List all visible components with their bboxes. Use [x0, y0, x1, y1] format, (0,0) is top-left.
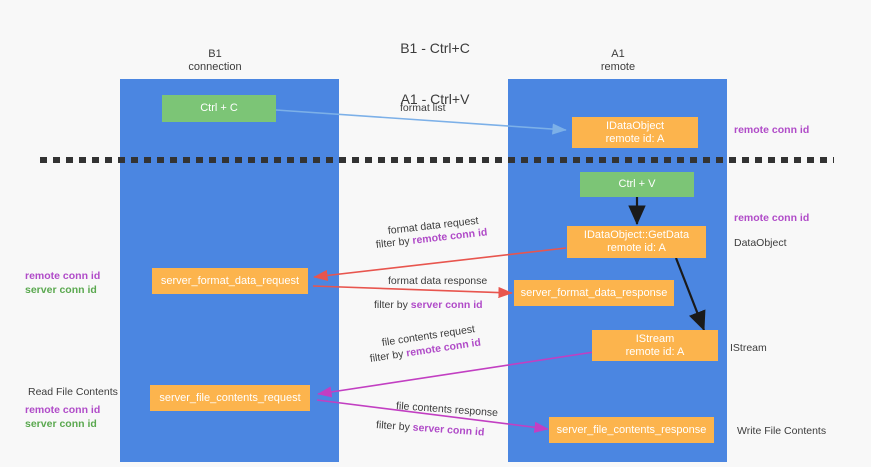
- box-ctrl-c-label: Ctrl + C: [200, 102, 238, 114]
- diagram-title-line1: B1 - Ctrl+C: [400, 40, 470, 56]
- edge-label-format-list: format list: [400, 102, 446, 115]
- column-header-b1: B1 connection: [155, 48, 275, 74]
- column-header-a1: A1 remote: [558, 48, 678, 74]
- annotation-remote-conn-id-mid-text: remote conn id: [734, 212, 810, 224]
- box-idataobject-remote-line2: remote id: A: [605, 132, 665, 145]
- annotation-remote-conn-id-mid: remote conn id: [734, 211, 809, 225]
- annotation-istream: IStream: [730, 341, 767, 355]
- box-server-file-contents-request[interactable]: server_file_contents_request: [150, 385, 310, 411]
- annotation-istream-text: IStream: [730, 342, 767, 354]
- box-server-format-data-response[interactable]: server_format_data_response: [514, 280, 674, 306]
- annotation-left-server-conn-id-mid: server conn id: [25, 283, 97, 297]
- box-idataobject-getdata-line1: IDataObject::GetData: [583, 229, 690, 241]
- box-ctrl-c[interactable]: Ctrl + C: [162, 95, 276, 122]
- edge-label-file-contents-response-filter-prefix: filter by: [375, 419, 414, 434]
- box-istream-remote-line1: IStream: [635, 332, 675, 345]
- annotation-write-file-contents-text: Write File Contents: [737, 425, 827, 437]
- box-ctrl-v[interactable]: Ctrl + V: [580, 172, 694, 197]
- annotation-remote-conn-id-top-text: remote conn id: [734, 124, 810, 136]
- edge-label-format-data-request-filter-prefix: filter by: [375, 234, 414, 251]
- box-ctrl-v-label: Ctrl + V: [618, 178, 656, 190]
- edge-label-format-data-response: format data response: [388, 275, 487, 288]
- annotation-left-remote-conn-id-mid: remote conn id: [25, 269, 100, 283]
- annotation-left-server-conn-id-bottom: server conn id: [25, 417, 97, 431]
- box-server-format-data-request[interactable]: server_format_data_request: [152, 268, 308, 294]
- edge-label-file-contents-response-filter: filter by server conn id: [376, 419, 485, 440]
- annotation-left-remote-conn-id-bottom: remote conn id: [25, 403, 100, 417]
- annotation-dataobject-text: DataObject: [734, 237, 787, 249]
- box-istream-remote-line2: remote id: A: [625, 345, 685, 358]
- edge-label-format-data-response-filter: filter by server conn id: [374, 299, 483, 312]
- annotation-left-remote-conn-id-bottom-text: remote conn id: [25, 404, 101, 416]
- edge-label-file-contents-response-text: file contents response: [395, 400, 499, 420]
- box-idataobject-remote-line1: IDataObject: [605, 119, 665, 132]
- annotation-read-file-contents-text: Read File Contents: [28, 386, 118, 398]
- edge-label-format-data-response-filter-id: server conn id: [410, 299, 483, 311]
- box-istream-remote[interactable]: IStream remote id: A: [592, 330, 718, 361]
- annotation-write-file-contents: Write File Contents: [737, 424, 826, 438]
- annotation-left-remote-conn-id-mid-text: remote conn id: [25, 270, 101, 282]
- box-server-file-contents-response-label: server_file_contents_response: [556, 423, 707, 436]
- column-header-a1-sub: remote: [600, 61, 636, 73]
- annotation-dataobject: DataObject: [734, 236, 787, 250]
- edge-label-format-data-response-filter-prefix: filter by: [374, 299, 411, 311]
- diagram-title: B1 - Ctrl+C A1 - Ctrl+V: [335, 6, 535, 142]
- annotation-left-server-conn-id-mid-text: server conn id: [25, 284, 97, 296]
- phase-divider-dashed-line: [40, 157, 834, 163]
- annotation-left-server-conn-id-bottom-text: server conn id: [25, 418, 97, 430]
- box-idataobject-remote[interactable]: IDataObject remote id: A: [572, 117, 698, 148]
- diagram-title-line2: A1 - Ctrl+V: [400, 91, 470, 107]
- edge-label-format-data-response-text: format data response: [388, 275, 488, 287]
- column-header-b1-sub: connection: [188, 61, 242, 73]
- box-server-file-contents-response[interactable]: server_file_contents_response: [549, 417, 714, 443]
- annotation-remote-conn-id-top: remote conn id: [734, 123, 809, 137]
- box-server-format-data-request-label: server_format_data_request: [160, 274, 300, 287]
- box-server-file-contents-request-label: server_file_contents_request: [159, 391, 301, 404]
- column-header-a1-name: A1: [611, 48, 625, 60]
- column-header-b1-name: B1: [208, 48, 222, 60]
- box-server-format-data-response-label: server_format_data_response: [520, 286, 668, 299]
- box-idataobject-getdata-line2: remote id: A: [607, 242, 666, 254]
- box-idataobject-getdata[interactable]: IDataObject::GetData remote id: A: [567, 226, 706, 258]
- edge-label-format-list-text: format list: [400, 102, 446, 114]
- edge-label-file-contents-response-filter-id: server conn id: [412, 421, 485, 439]
- edge-label-file-contents-request-filter-prefix: filter by: [369, 347, 408, 365]
- annotation-read-file-contents: Read File Contents: [28, 385, 118, 399]
- edge-label-file-contents-response: file contents response: [396, 400, 499, 420]
